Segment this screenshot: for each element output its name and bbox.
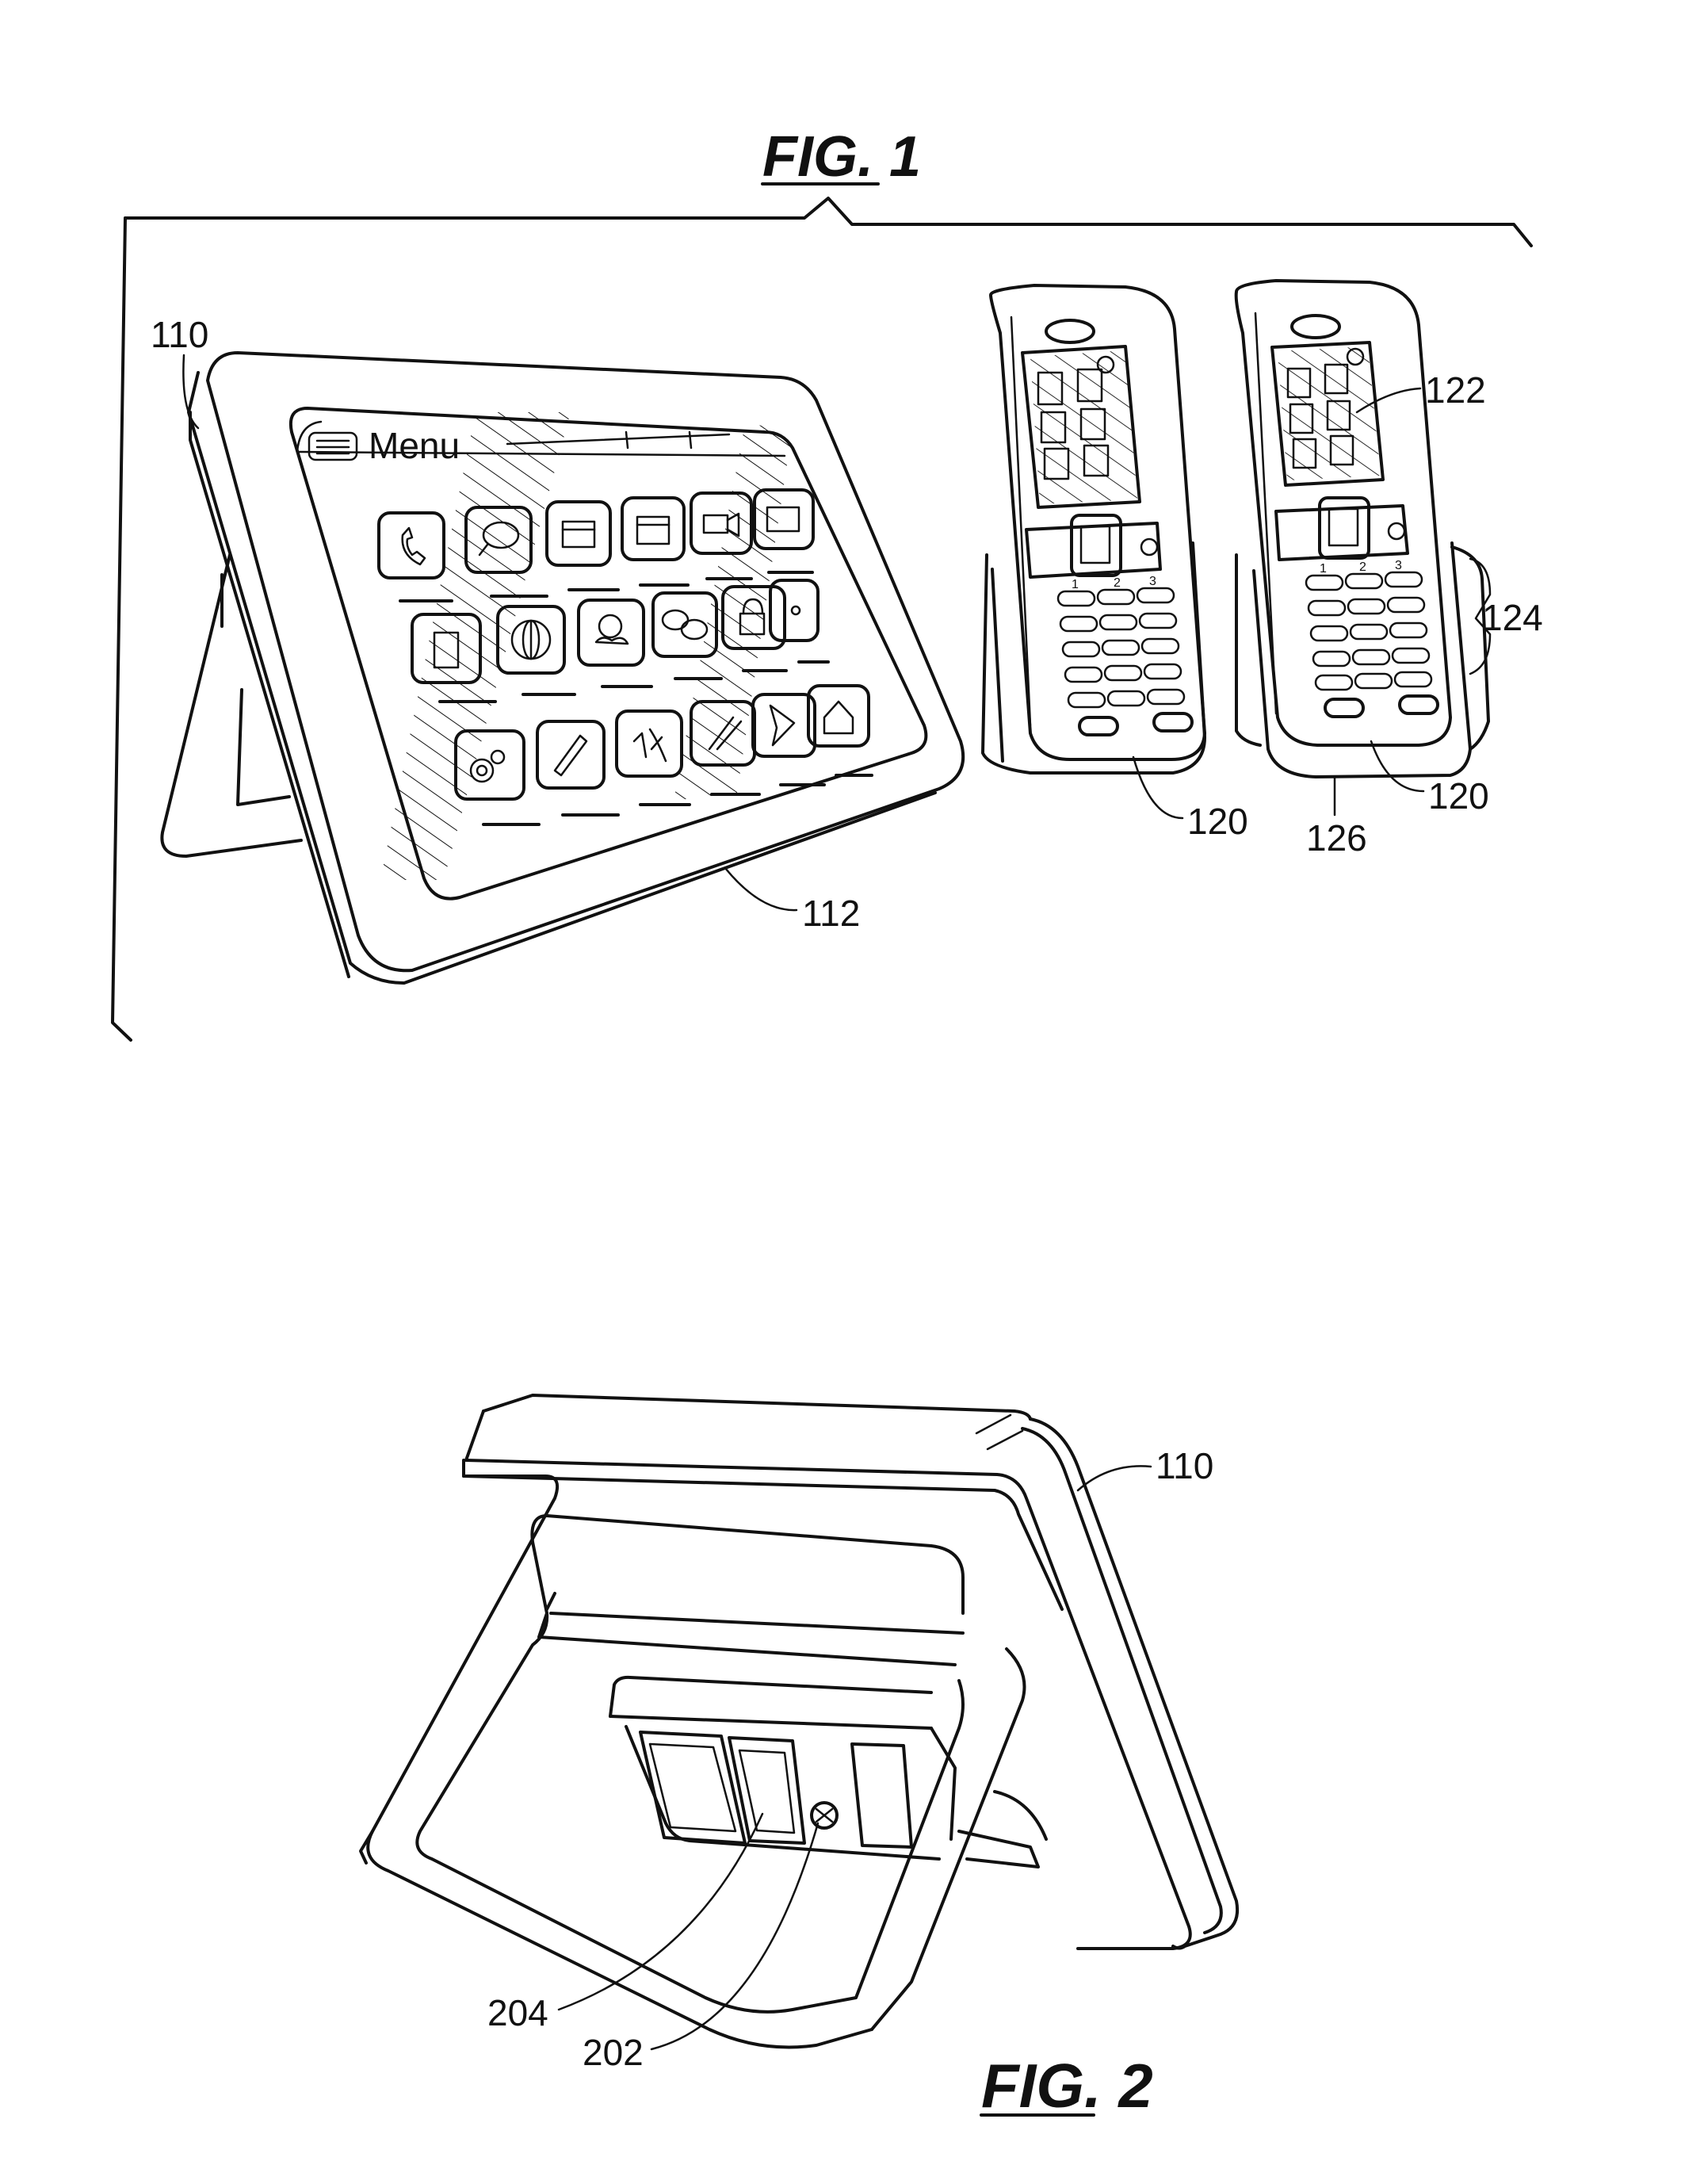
ref-120-b: 120 xyxy=(1428,775,1489,817)
ref-112: 112 xyxy=(802,893,860,934)
home-icon[interactable] xyxy=(808,686,869,746)
fig2-title: FIG. 2 xyxy=(981,2051,1153,2121)
key-label: 2 xyxy=(1114,576,1121,590)
key-label: 3 xyxy=(1149,575,1156,588)
phone-icon[interactable] xyxy=(379,513,444,578)
tablet-device: Menu xyxy=(162,353,963,983)
ref-120-a: 120 xyxy=(1187,801,1248,842)
ref-110-fig2: 110 xyxy=(1156,1445,1213,1486)
folder-icon[interactable] xyxy=(547,502,610,565)
clock-icon[interactable] xyxy=(770,580,818,641)
ref-122: 122 xyxy=(1425,369,1486,411)
ref-124: 124 xyxy=(1482,597,1543,638)
ref-202: 202 xyxy=(583,2032,644,2073)
fig2-tablet-rear-view xyxy=(361,1395,1237,2048)
handset-right-keypad: 1 2 3 xyxy=(1306,559,1438,717)
tablet-screen: Menu xyxy=(297,412,872,880)
calendar-icon[interactable] xyxy=(622,498,684,560)
ref-204: 204 xyxy=(487,1992,548,2033)
ref-110-fig1: 110 xyxy=(151,314,208,355)
menu-label: Menu xyxy=(369,425,460,466)
weather-icon[interactable] xyxy=(579,600,644,665)
handset-left-keypad: 1 2 3 xyxy=(1058,575,1192,735)
fig1-title: FIG. 1 xyxy=(762,125,921,189)
music-icon[interactable] xyxy=(617,711,682,776)
icon-row-3 xyxy=(456,686,872,824)
arrow-icon[interactable] xyxy=(753,694,815,756)
handset-right: 1 2 3 xyxy=(1236,281,1488,777)
key-label: 1 xyxy=(1072,578,1079,591)
fig1-label: FIG. 1 xyxy=(762,125,921,189)
key-label: 2 xyxy=(1359,560,1366,574)
fig2-label: FIG. 2 xyxy=(981,2051,1153,2121)
handset-left: 1 2 3 xyxy=(983,285,1205,773)
key-label: 1 xyxy=(1320,562,1327,576)
key-label: 3 xyxy=(1395,559,1402,572)
pencil-icon[interactable] xyxy=(537,721,604,788)
ref-126: 126 xyxy=(1306,817,1367,859)
